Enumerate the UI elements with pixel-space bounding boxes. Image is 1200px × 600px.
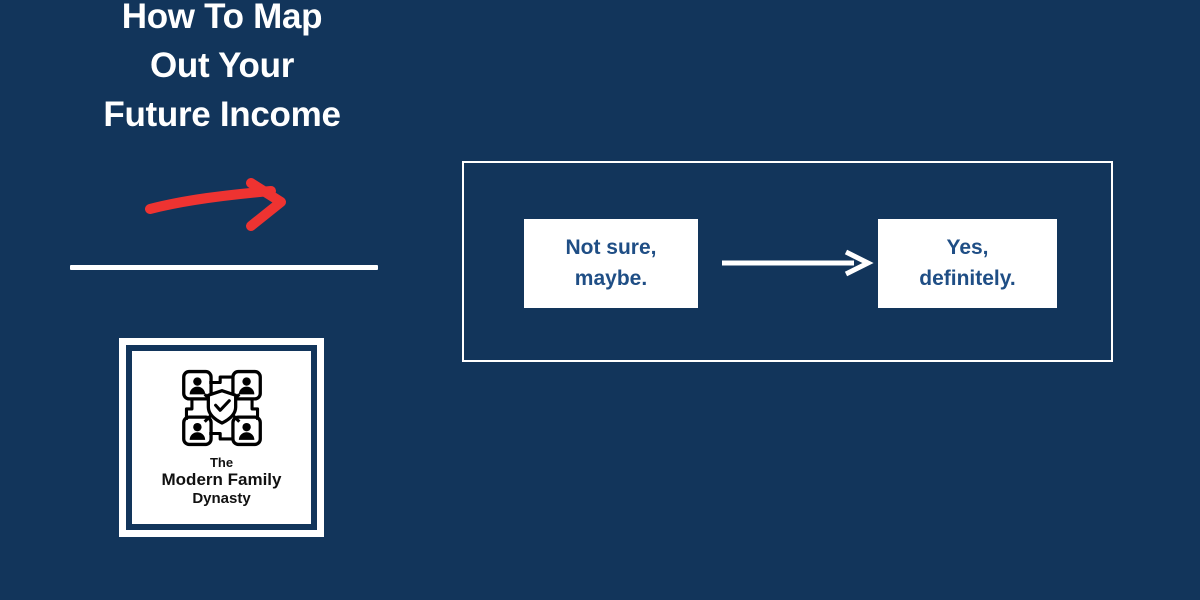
divider-rule [70,265,378,270]
step-card-after-text: Yes, definitely. [919,233,1015,294]
step-card-after: Yes, definitely. [878,219,1057,308]
curved-hand-drawn-arrow-right-icon [145,178,286,231]
page-title-line-1: How To Map [121,0,323,36]
logo-name-line-2: Modern Family [161,470,282,490]
family-network-shield-icon [181,369,262,447]
logo-name-line-1: The [209,455,234,470]
arrow-right-icon [722,249,874,277]
step-card-before-line-2: maybe. [574,266,648,290]
page-title: How To Map Out Your Future Income [52,0,392,139]
step-card-before: Not sure, maybe. [524,219,698,308]
logo-body: The Modern Family Dynasty [137,356,306,519]
brand-logo: The Modern Family Dynasty [119,338,324,537]
page-title-line-3: Future Income [103,95,341,134]
step-card-before-text: Not sure, maybe. [565,233,656,294]
logo-wordmark: The Modern Family Dynasty [162,455,282,508]
logo-name-line-3: Dynasty [192,490,251,508]
step-card-before-line-1: Not sure, [565,236,657,260]
step-card-after-line-1: Yes, [946,236,989,260]
page-title-line-2: Out Your [149,46,295,85]
logo-inner-border: The Modern Family Dynasty [126,345,317,530]
step-card-after-line-2: definitely. [919,266,1016,290]
